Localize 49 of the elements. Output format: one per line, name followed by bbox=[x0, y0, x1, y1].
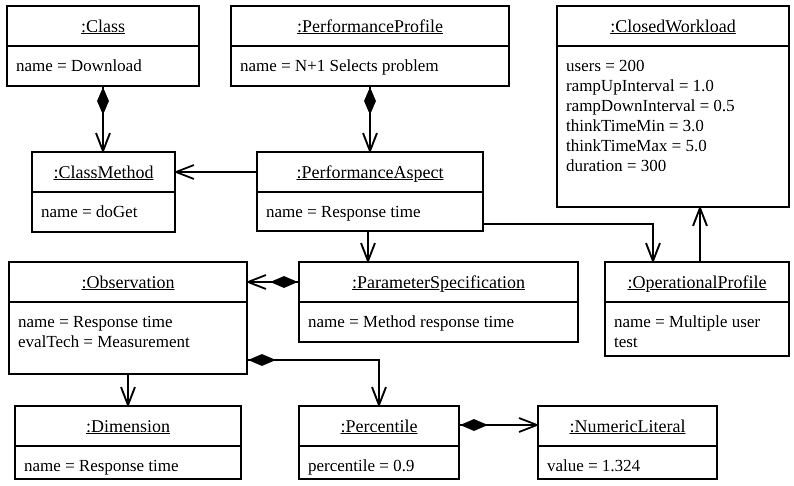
object-name: :PerformanceProfile bbox=[297, 16, 443, 36]
object-name: :PerformanceAspect bbox=[296, 162, 444, 182]
attribute-text: name = Response time bbox=[265, 202, 422, 222]
object-name: :Percentile bbox=[340, 416, 418, 436]
attribute-text: rampUpInterval = 1.0 bbox=[565, 76, 715, 96]
composition-arrow bbox=[362, 87, 378, 152]
object-box bbox=[556, 5, 790, 208]
composition-arrow bbox=[248, 354, 387, 406]
composition-arrow bbox=[95, 87, 111, 152]
attribute-text: duration = 300 bbox=[565, 156, 668, 176]
attribute-text: rampDownInterval = 0.5 bbox=[565, 96, 736, 116]
association-arrow bbox=[360, 232, 376, 262]
object-box bbox=[14, 405, 242, 480]
attribute-text: name = Method response time bbox=[307, 312, 515, 332]
attribute-text: thinkTimeMax = 5.0 bbox=[565, 136, 708, 156]
composition-arrow bbox=[247, 274, 298, 290]
association-arrow bbox=[484, 223, 661, 262]
object-name: :ClassMethod bbox=[53, 162, 154, 182]
association-arrow bbox=[175, 164, 256, 180]
object-box bbox=[537, 405, 718, 480]
object-name: :Dimension bbox=[86, 416, 170, 436]
object-name: :ClosedWorkload bbox=[610, 16, 736, 36]
object-name: :OperationalProfile bbox=[628, 272, 766, 292]
attribute-text: name = N+1 Selects problem bbox=[239, 56, 440, 76]
object-box bbox=[6, 5, 200, 87]
attribute-text: name = Response time bbox=[23, 456, 180, 476]
attribute-text: name = doGet bbox=[40, 202, 138, 222]
composition-arrow bbox=[460, 417, 538, 433]
attribute-text: value = 1.324 bbox=[546, 456, 642, 476]
object-box bbox=[8, 261, 248, 375]
attribute-text: evalTech = Measurement bbox=[17, 332, 191, 352]
attribute-text: name = Download bbox=[15, 56, 143, 76]
attribute-text: users = 200 bbox=[565, 56, 646, 76]
attribute-text: thinkTimeMin = 3.0 bbox=[565, 116, 705, 136]
object-name: :Class bbox=[80, 16, 125, 36]
object-box bbox=[31, 151, 176, 233]
attribute-text: name = Multiple user test bbox=[613, 312, 762, 352]
association-arrow bbox=[692, 207, 708, 261]
object-box bbox=[256, 151, 484, 232]
object-name: :Observation bbox=[82, 272, 174, 292]
object-box bbox=[298, 405, 460, 480]
object-box bbox=[604, 261, 790, 357]
object-box bbox=[230, 5, 510, 87]
object-box bbox=[298, 261, 579, 343]
association-arrow bbox=[120, 375, 136, 406]
attribute-text: percentile = 0.9 bbox=[307, 456, 416, 476]
object-name: :NumericLiteral bbox=[570, 416, 686, 436]
attribute-text: name = Response time bbox=[17, 312, 174, 332]
object-name: :ParameterSpecification bbox=[352, 272, 525, 292]
